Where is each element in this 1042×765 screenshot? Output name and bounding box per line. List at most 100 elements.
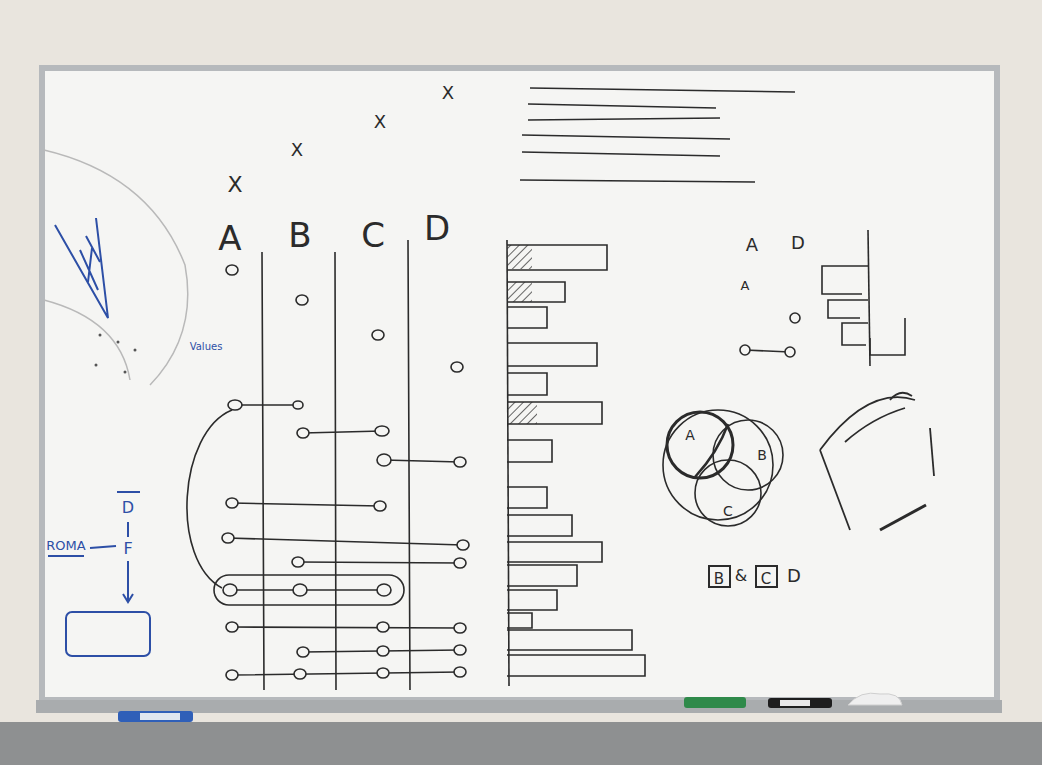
circle-stroke [695,460,761,526]
black-marker [768,698,832,708]
dot-marker [785,347,795,357]
dot-marker [377,584,391,596]
dot-marker [790,313,800,323]
set-label: C [723,504,733,518]
stroke [880,505,926,530]
column-header: B [288,218,311,252]
cross-mark: X [442,84,454,102]
marker-label [780,700,810,706]
column-dividers [262,240,410,690]
circle-outline [712,419,784,491]
marker-label [140,713,180,720]
faint-arc [44,300,130,380]
note: ROMA [46,539,85,552]
dot-marker [374,501,386,511]
circle-stroke [713,420,783,490]
set-label: B [757,448,767,462]
dot-marker [377,646,389,656]
note: F [123,541,132,557]
sketch-box [66,612,150,656]
column-header: D [791,234,805,252]
column-header: A [746,236,758,254]
venn-circle: A [666,411,734,479]
blue-sketch [48,218,150,656]
note: D [122,500,134,516]
dot-marker [226,622,238,632]
note: Values [190,342,223,352]
dot-marker [740,345,750,355]
arc [845,408,905,442]
dot-marker [226,670,238,680]
set-label: B [714,572,724,587]
top-lines [520,88,795,182]
underline [48,555,84,557]
set-label: D [787,567,801,585]
operator: & [735,568,747,584]
dot [134,349,137,352]
column-header: D [424,211,450,245]
venn-sketch [663,410,773,520]
stroke [930,428,934,476]
dot-marker [372,330,384,340]
set-box: C [755,565,778,588]
dot-marker [222,533,234,543]
column-header: C [361,218,385,252]
eraser-cloth [848,693,902,705]
set-label: A [685,428,695,442]
bars [822,266,905,355]
set-box: B [708,565,731,588]
dots [95,334,137,374]
circle-stroke [667,412,733,478]
cross-mark: X [374,113,386,131]
row-link [745,350,790,352]
arc-sketch [820,393,934,530]
dot-marker [228,400,242,410]
hatched-part [507,282,532,302]
dot-marker [377,668,389,678]
dot-marker [226,498,238,508]
faint-erased-arcs [44,150,188,385]
row-links [228,405,463,675]
dot-marker [375,426,389,436]
dot-marker [451,362,463,372]
column-header: A [218,221,241,255]
dot [99,334,102,337]
dot-marker [377,454,391,466]
dot-marker [297,428,309,438]
wall-shadow [0,722,1042,765]
faint-arc [44,150,188,385]
set-label: C [761,572,771,587]
stroke [820,450,850,530]
stroke [890,393,912,400]
dot-marker [297,647,309,657]
dot [117,341,120,344]
dot-marker [454,667,466,677]
hatched-part [507,402,537,424]
dot-marker [292,557,304,567]
venn-circle: B [712,419,784,491]
arrow-line [123,561,133,602]
cross-mark: X [227,174,242,196]
blue-marker [118,711,193,722]
bar-chart-sketch [507,240,645,686]
dot-marker [296,295,308,305]
column-table [187,240,463,690]
horizontal-strokes [520,88,795,182]
bracket-curve [187,410,232,588]
row-label: A [741,279,750,292]
dot [124,371,127,374]
dot-marker [454,645,466,655]
dot-marker [294,669,306,679]
sketch-strokes [80,236,100,290]
small-chart-sketch [740,230,905,366]
overline [117,491,140,493]
dot-marker [226,265,238,275]
dot-marker [457,540,469,550]
dot-marker [223,584,237,596]
dot [95,364,98,367]
dot-marker [293,401,303,409]
